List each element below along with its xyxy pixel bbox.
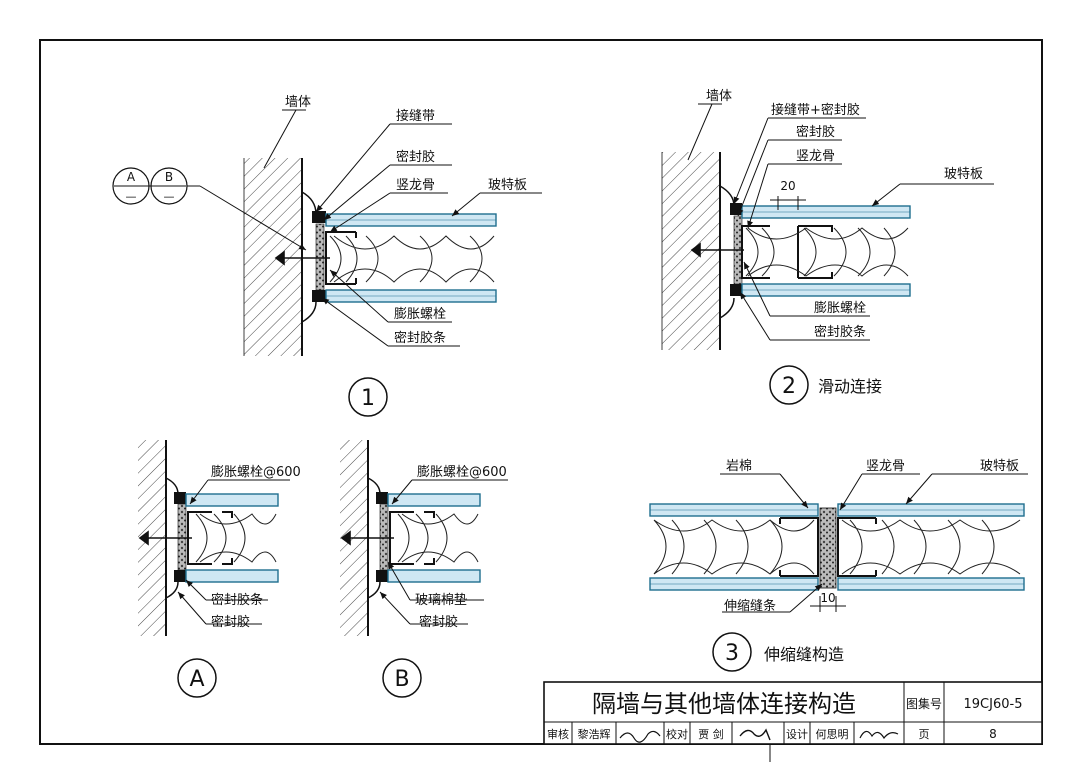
atlas-label: 图集号 [906,696,942,711]
label-board: 玻特板 [944,167,983,182]
insulation [397,513,479,563]
bolt [340,530,394,546]
label-bolt: 膨胀螺栓 [394,307,446,322]
label-wall: 墙体 [285,95,311,110]
label-sealant: 密封胶 [419,614,458,630]
label-sealant-strip: 密封胶条 [211,592,263,608]
reviewer-name: 黎浩辉 [578,727,611,741]
label-bolt: 膨胀螺栓 [814,301,866,316]
label-joint-tape: 接缝带 [396,108,435,124]
label-stud: 竖龙骨 [796,149,835,164]
sealant-block [730,284,742,296]
label-glass-wool: 玻璃棉垫 [415,592,467,608]
label-sealant: 密封胶 [796,124,835,140]
reviewer-signature [619,730,661,743]
sealant-block [312,211,326,223]
label-stud: 竖龙骨 [396,178,435,193]
detail-number-circle [712,632,752,672]
detail-letter: A [189,667,204,692]
label-sealant-strip: 密封胶条 [814,324,866,340]
detail-number-circle [769,365,809,405]
joint-strip [819,507,837,589]
designer-signature [859,730,899,740]
insulation [745,227,909,277]
detail-number-circle [348,377,388,417]
dimension-20: 20 [780,179,795,193]
stud-profile [837,517,877,577]
label-sealant: 密封胶 [211,614,250,630]
dimension-10: 10 [820,591,835,605]
detail-number: 1 [361,386,375,411]
sealant-block [312,290,326,302]
glass-wool-pad [379,503,389,571]
insulation [195,513,277,563]
design-label: 设计 [786,728,808,741]
label-sealant: 密封胶 [396,149,435,165]
board-bottom [387,569,481,583]
label-joint-tape-sealant: 接缝带+密封胶 [771,102,860,118]
label-bolt: 膨胀螺栓@600 [211,465,301,480]
wall-hatch [244,158,302,356]
wall-hatch [662,152,720,350]
label-bolt: 膨胀螺栓@600 [417,465,507,480]
label-rock-wool: 岩棉 [726,459,752,474]
stud-profile-sliding [222,511,233,565]
bolt [138,530,192,546]
sealant-block [174,492,186,504]
drawing-frame [39,39,1043,745]
detail-2: 20 墙体 接缝带+密封胶 密封胶 竖龙骨 玻特板 膨胀螺栓 密封胶条 2 滑动… [661,89,994,405]
checker-signature [739,728,771,741]
board-bottom [185,569,279,583]
page-number: 8 [989,727,997,741]
board-top [387,493,481,507]
title-block: 隔墙与其他墙体连接构造 图集号 19CJ60-5 审核 黎浩辉 校对 贾 剑 设… [543,681,1043,762]
detail-3: 10 岩棉 竖龙骨 玻特板 伸缩缝条 3 伸缩缝构造 [649,459,1028,672]
sealant-block [730,203,742,215]
stud-profile-sliding [797,225,833,279]
detail-b: 膨胀螺栓@600 玻璃棉垫 密封胶 B [340,440,508,698]
designer-name: 何思明 [816,728,849,741]
detail-number: 2 [782,374,796,399]
stud-profile [779,517,819,577]
label-wall: 墙体 [706,89,732,104]
sealant-block [376,492,388,504]
bolt [690,242,744,258]
detail-letter-circle [382,658,422,698]
label-sealant-strip: 密封胶条 [394,330,446,346]
detail-number: 3 [725,641,739,666]
label-board: 玻特板 [488,178,527,193]
ref-b-sub: — [164,190,175,203]
atlas-number: 19CJ60-5 [964,697,1023,712]
sealant-strip [177,503,187,571]
ref-a-letter: A [127,170,136,184]
check-label: 校对 [666,727,688,741]
page-label: 页 [919,728,930,741]
label-stud: 竖龙骨 [866,459,905,474]
review-label: 审核 [547,727,569,741]
ref-a-sub: — [126,190,137,203]
sealant-block [174,570,186,582]
label-board: 玻特板 [980,459,1019,474]
stud-profile-sliding [424,511,435,565]
bolt [274,250,330,266]
checker-name: 贾 剑 [698,727,724,741]
detail-title: 滑动连接 [818,377,882,396]
detail-title: 伸缩缝构造 [764,645,844,664]
insulation [329,235,495,283]
drawing-title: 隔墙与其他墙体连接构造 [592,690,856,718]
sealant-strip [315,223,325,291]
sealant-block [376,570,388,582]
label-joint-strip: 伸缩缝条 [724,598,776,614]
detail-letter: B [394,667,409,692]
detail-1: A — B — 墙体 接缝带 密封胶 竖龙骨 玻特板 膨胀螺栓 密封胶条 1 [112,95,542,417]
detail-letter-circle [177,658,217,698]
insulation [653,519,1021,575]
detail-a: 膨胀螺栓@600 密封胶条 密封胶 A [138,440,301,698]
ref-b-letter: B [165,170,173,184]
board-top [185,493,279,507]
